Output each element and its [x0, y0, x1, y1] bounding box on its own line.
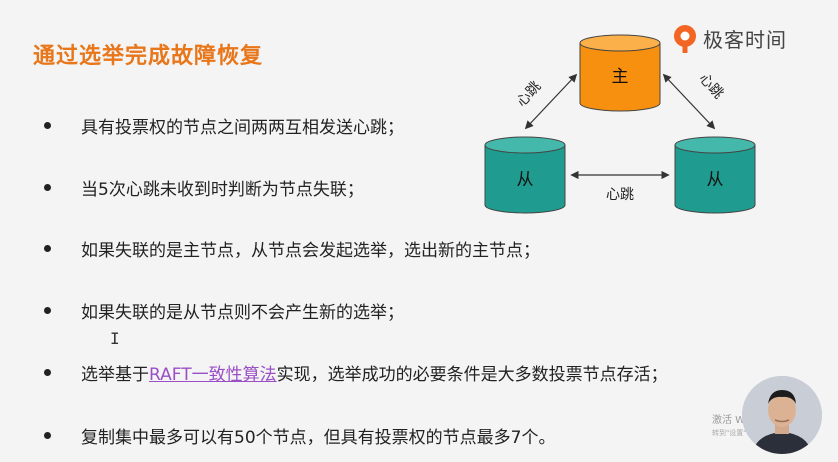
primary-node: 主 [579, 34, 661, 112]
bullet-item: 具有投票权的节点之间两两互相发送心跳； [40, 113, 404, 138]
bullet-dot [44, 184, 51, 191]
secondary-node-right: 从 [674, 136, 756, 214]
bullet-item: 复制集中最多可以有50个节点，但具有投票权的节点最多7个。 [40, 423, 555, 448]
replica-set-diagram: 主 从 从 心跳 心跳 心跳 [484, 34, 756, 214]
brand-logo: 极客时间 [672, 22, 787, 54]
primary-label: 主 [612, 67, 629, 87]
secondary-right-label: 从 [707, 170, 724, 190]
watermark-line2: 转到"设置"以激活 [712, 429, 768, 437]
bullet-item: 如果失联的是从节点则不会产生新的选举； [40, 298, 404, 323]
bullet-text-after: 实现，选举成功的必要条件是大多数投票节点存活； [276, 365, 668, 385]
heartbeat-label-right: 心跳 [696, 71, 727, 103]
text-cursor-icon: I [110, 329, 120, 348]
secondary-node-left: 从 [484, 136, 566, 214]
bullet-text: 复制集中最多可以有50个节点，但具有投票权的节点最多7个。 [81, 428, 556, 448]
heartbeat-label-bottom: 心跳 [606, 187, 634, 203]
bullet-dot [44, 245, 51, 252]
presenter-avatar-icon [742, 376, 822, 454]
secondary-left-label: 从 [517, 170, 534, 190]
bullet-text: 当5次心跳未收到时判断为节点失联； [81, 180, 364, 200]
bullet-dot [44, 307, 51, 314]
bullet-dot [44, 369, 51, 376]
geektime-logo-icon [674, 25, 696, 53]
bullet-item: 如果失联的是主节点，从节点会发起选举，选出新的主节点； [40, 236, 540, 261]
bullet-text: 如果失联的是从节点则不会产生新的选举； [81, 303, 404, 323]
bullet-item: 当5次心跳未收到时判断为节点失联； [40, 175, 364, 200]
bullet-dot [44, 122, 51, 129]
raft-link[interactable]: RAFT一致性算法 [149, 365, 277, 385]
heartbeat-arrow-right [662, 73, 716, 130]
bullet-text: 如果失联的是主节点，从节点会发起选举，选出新的主节点； [81, 241, 540, 261]
heartbeat-label-left: 心跳 [514, 79, 545, 111]
heartbeat-arrow-left [524, 73, 578, 130]
bullet-dot [44, 432, 51, 439]
slide-title: 通过选举完成故障恢复 [33, 44, 264, 69]
bullet-text-before: 选举基于 [81, 365, 149, 385]
brand-name: 极客时间 [703, 27, 787, 52]
bullet-text: 具有投票权的节点之间两两互相发送心跳； [81, 118, 404, 138]
presenter-webcam [742, 376, 822, 454]
